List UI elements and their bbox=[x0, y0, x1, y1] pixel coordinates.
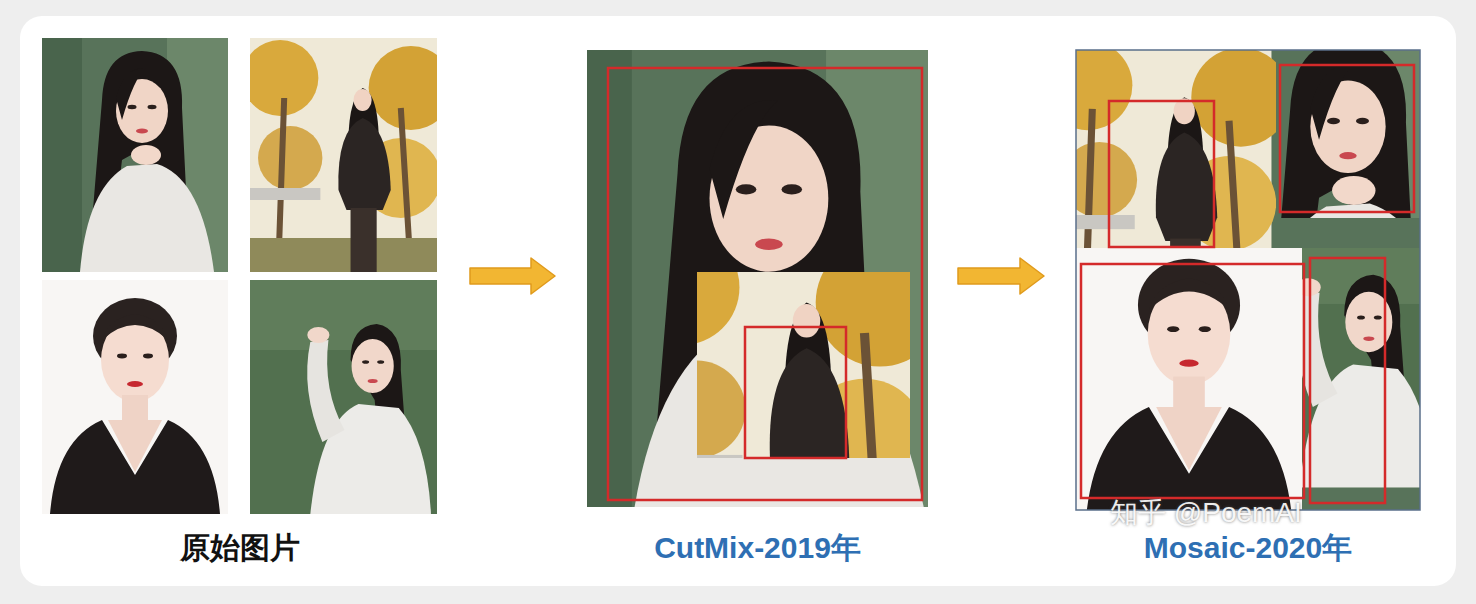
block-arrow bbox=[958, 258, 1044, 294]
image-panel: CutMix-2019年 bbox=[587, 48, 928, 566]
block-arrow bbox=[470, 258, 555, 294]
panel-caption: CutMix-2019年 bbox=[654, 530, 861, 566]
image-panel: Mosaic-2020年 bbox=[1076, 48, 1420, 566]
panel-caption: Mosaic-2020年 bbox=[1144, 530, 1352, 566]
image-panel: 原始图片 bbox=[40, 36, 440, 566]
panel-caption: 原始图片 bbox=[180, 530, 300, 566]
watermark: 知乎 @PoemAI bbox=[1110, 497, 1302, 529]
